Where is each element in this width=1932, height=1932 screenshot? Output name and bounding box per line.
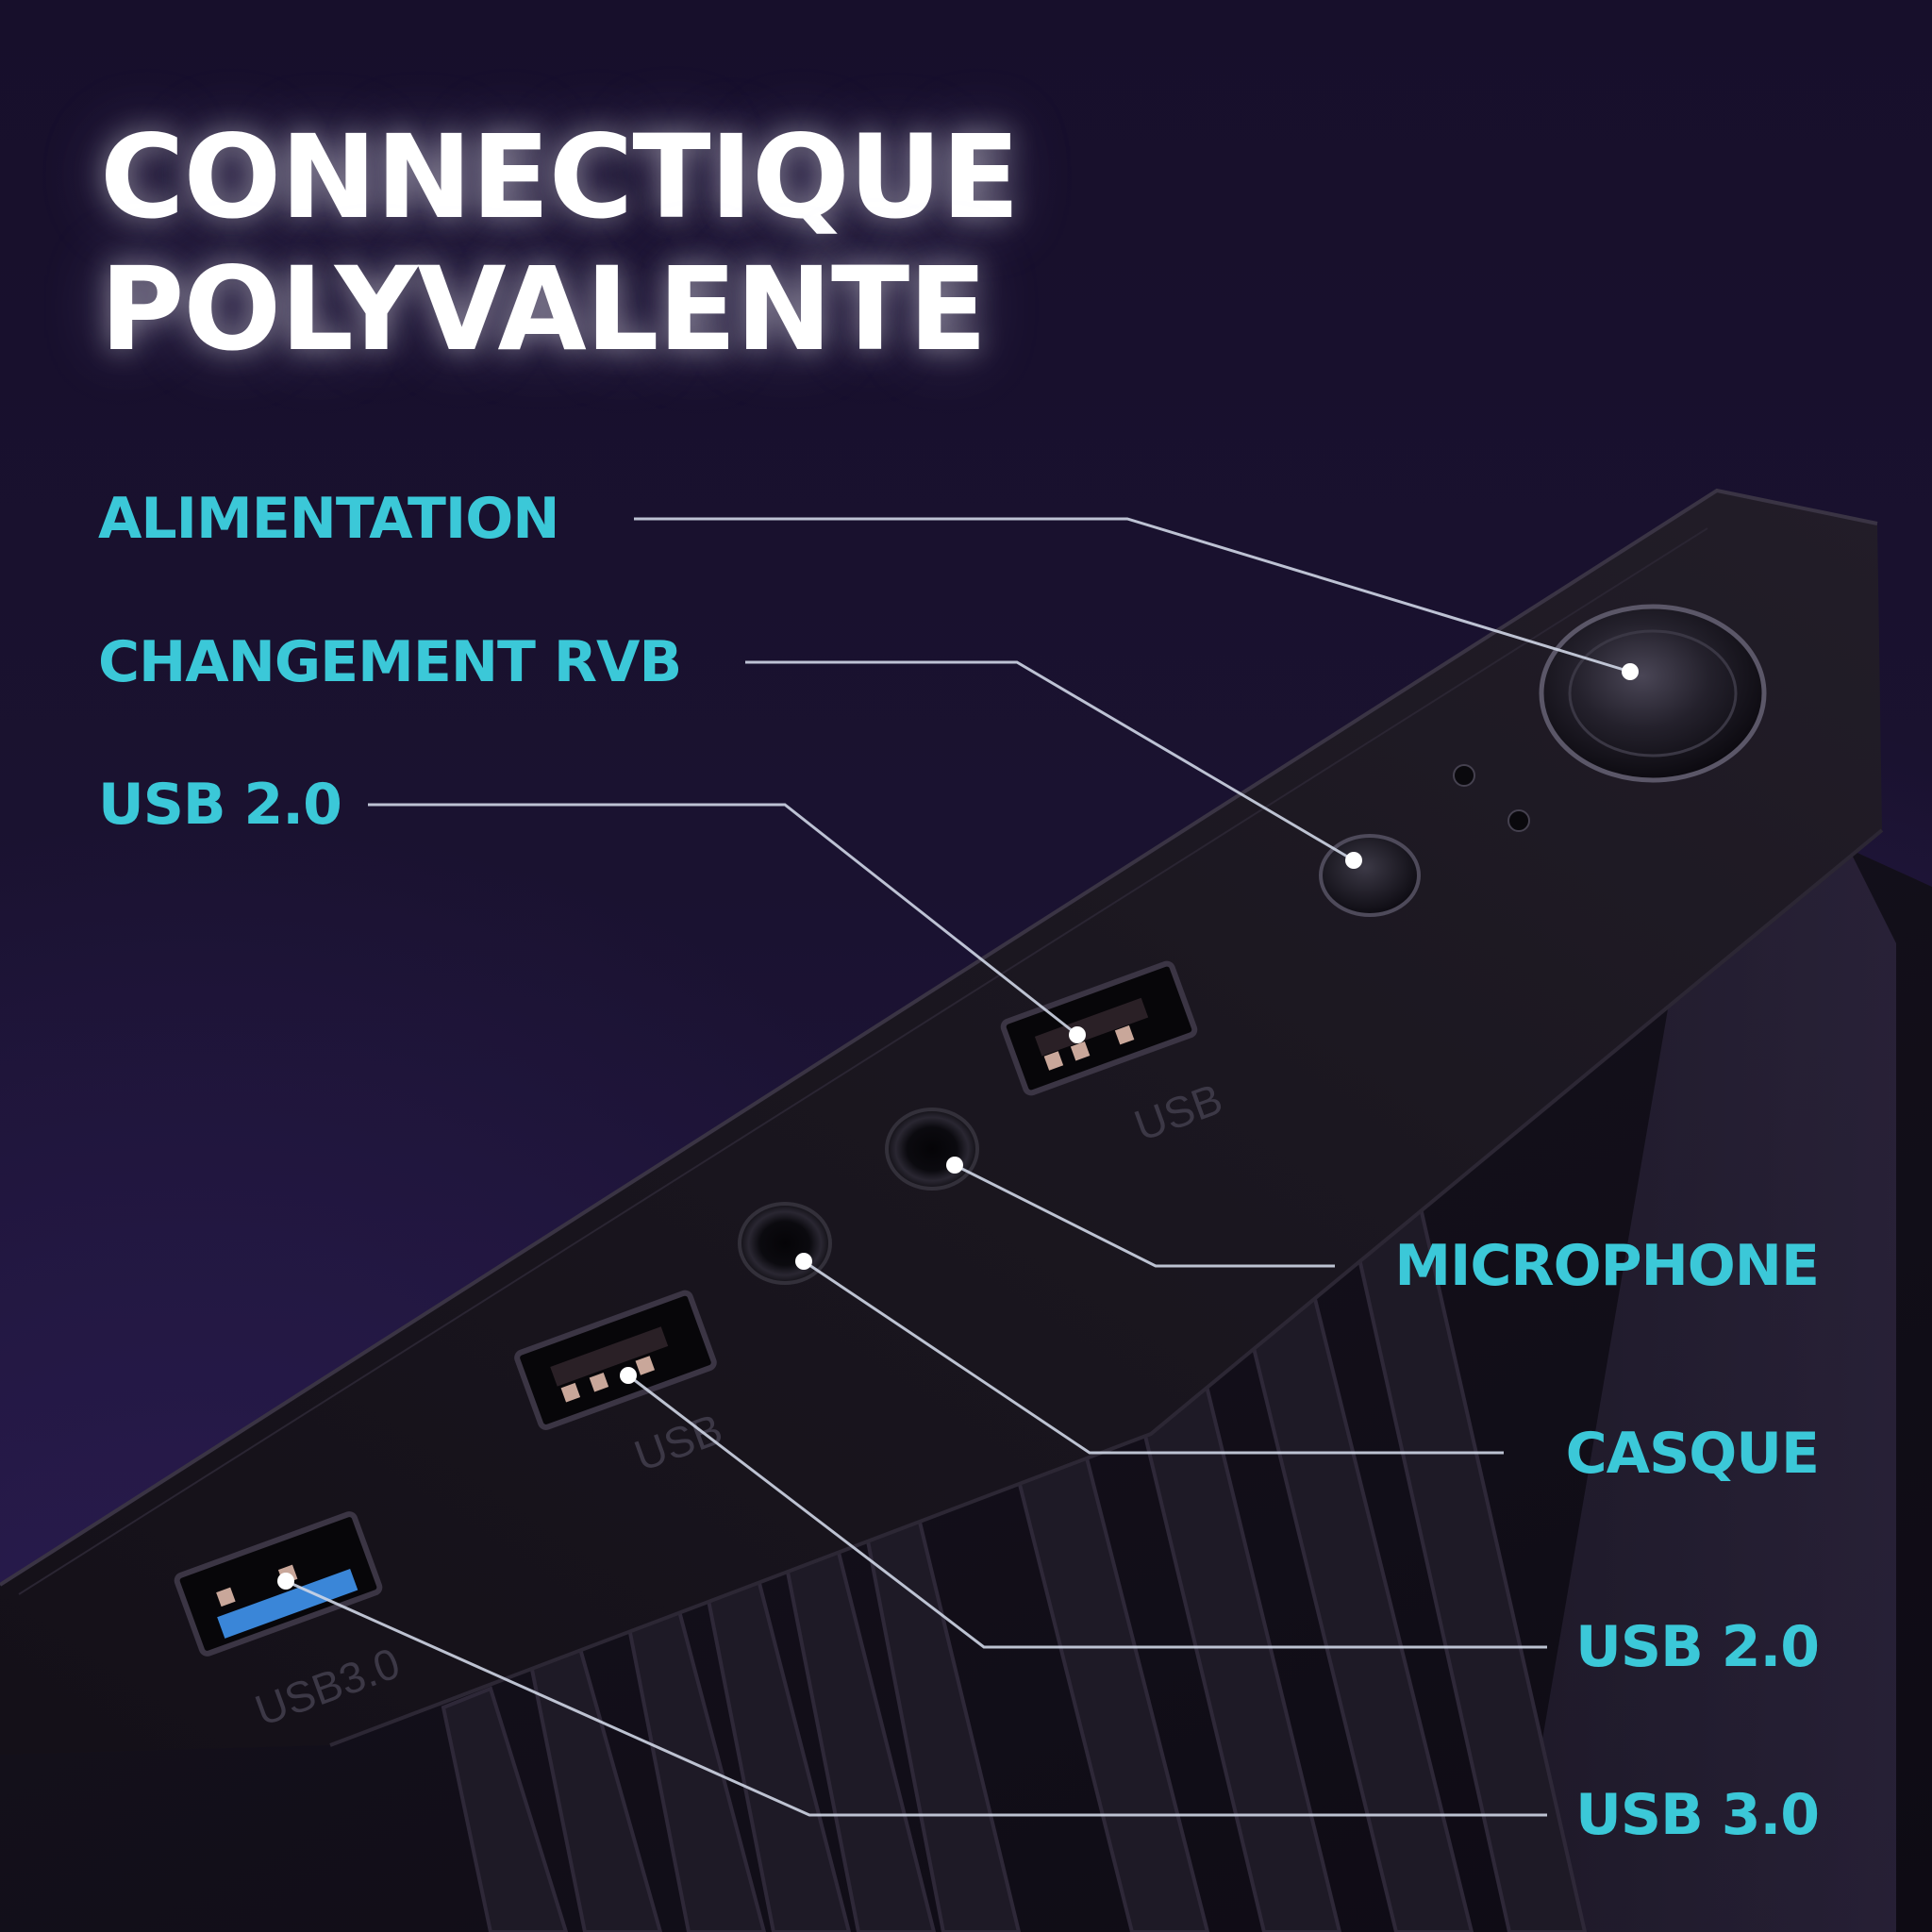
leader-line-headphones (803, 1259, 1504, 1455)
title-line-2: POLYVALENTE (100, 242, 988, 376)
callout-rgb-label: CHANGEMENT RVB (98, 629, 682, 695)
leader-line-usb3 (285, 1579, 1547, 1817)
callout-dots (277, 663, 1639, 1590)
side-mesh (1509, 849, 1896, 1932)
callout-usb3-label: USB 3.0 (1575, 1782, 1820, 1848)
rgb-button-icon (1319, 834, 1421, 917)
led-indicator-icon (1453, 764, 1475, 787)
callout-microphone-label: MICROPHONE (1394, 1233, 1820, 1299)
leader-line-power (634, 517, 1631, 674)
usb-port-icon (514, 1290, 717, 1430)
leader-lines (285, 517, 1631, 1817)
page-title: CONNECTIQUE POLYVALENTE (100, 110, 1020, 376)
mic-jack-icon (885, 1108, 979, 1191)
leader-line-usb2-bottom (627, 1374, 1547, 1649)
power-button-icon (1539, 604, 1767, 783)
usb-port-icon (1000, 960, 1198, 1096)
callout-usb2-top-label: USB 2.0 (98, 772, 342, 838)
title-line-1: CONNECTIQUE (100, 110, 1020, 244)
led-indicator-icon (1507, 809, 1530, 832)
callout-power-label: ALIMENTATION (98, 486, 559, 552)
io-panel-edge (0, 488, 1878, 1587)
leader-line-microphone (954, 1163, 1335, 1268)
callout-headphones-label: CASQUE (1565, 1421, 1820, 1487)
callout-usb2-bottom-label: USB 2.0 (1575, 1614, 1820, 1680)
leader-line-usb2-top (368, 803, 1078, 1037)
leader-line-rgb (745, 660, 1355, 862)
front-vent-fins (441, 1139, 1588, 1932)
